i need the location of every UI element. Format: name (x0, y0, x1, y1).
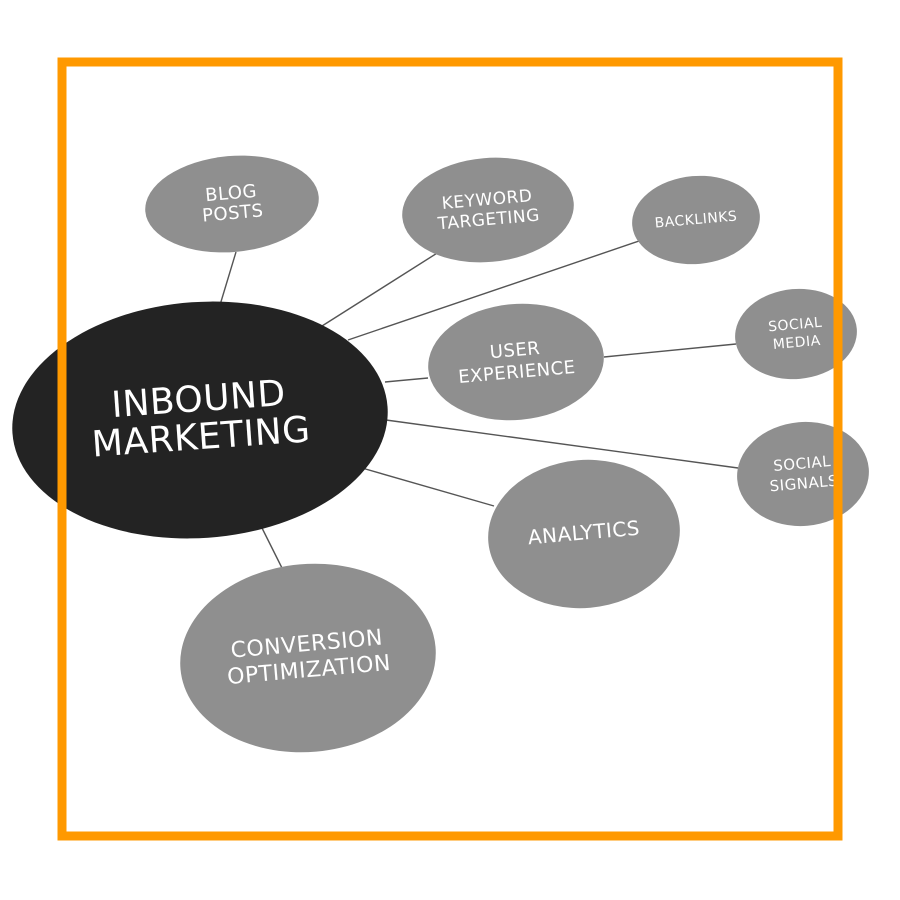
connector-user-experience (384, 377, 429, 383)
node-social-signals-label-line-1: SOCIAL (772, 452, 831, 475)
node-user-experience-label-line-1: USER (489, 338, 541, 363)
node-social-media-label-line-1: SOCIAL (768, 315, 823, 336)
connector-blog-posts (219, 251, 237, 306)
node-backlinks: BACKLINKS (632, 175, 760, 265)
node-keyword-targeting-bubble (402, 157, 574, 263)
node-conversion-optimization-bubble (180, 563, 436, 753)
connector-group (219, 239, 739, 573)
node-user-experience-bubble (428, 303, 604, 421)
connector-analytics (361, 467, 495, 507)
node-social-signals-label-line-2: SIGNALS (769, 472, 839, 496)
orange-frame (57, 57, 843, 841)
node-analytics: ANALYTICS (488, 459, 680, 609)
node-social-media-label-line-2: MEDIA (772, 333, 821, 353)
node-blog-posts-bubble (145, 155, 319, 253)
node-backlinks-bubble (632, 175, 760, 265)
node-inbound-marketing-bubble (12, 301, 388, 539)
node-social-media-bubble (735, 288, 857, 380)
connector-social-signals (385, 419, 739, 469)
connector-backlinks (347, 239, 643, 341)
connector-social-media (603, 343, 737, 358)
connector-conversion-optimization (261, 527, 285, 573)
node-analytics-bubble (488, 459, 680, 609)
node-backlinks-label-line-1: BACKLINKS (654, 208, 738, 231)
connector-keyword-targeting (321, 249, 443, 327)
node-blog-posts-label-line-1: BLOG (204, 181, 257, 206)
